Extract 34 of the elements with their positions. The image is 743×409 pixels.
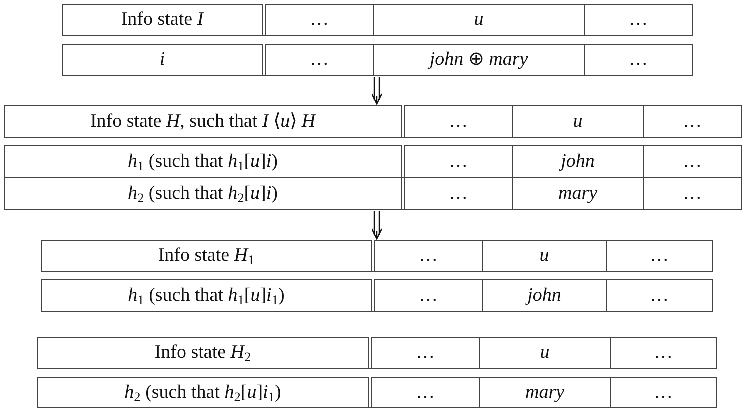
table-cell: … [643,177,742,210]
table-cell: mary [479,377,611,408]
table-cell: john [482,279,607,312]
table-cell: h$_{2}$ (such that h$_{2}$[u]i$_{1}$) [37,377,372,408]
table-cell: Info state H$_{2}$ [37,337,372,369]
table-cell: Info state I [62,4,266,36]
table-cell: h$_{1}$ (such that h$_{1}$[u]i) [4,145,405,178]
table-cell: … [374,240,483,272]
table-cell: … [643,145,742,178]
table-cell: … [404,105,513,138]
table-cell: u [373,4,585,36]
table-cell: … [606,240,713,272]
table-cell: … [584,4,693,36]
table-cell: … [606,279,713,312]
table-cell: … [584,44,693,76]
table-cell: … [374,279,483,312]
table-cell: john ⊕ mary [373,44,585,76]
table-cell: h$_{2}$ (such that h$_{2}$[u]i) [4,177,405,210]
double-arrow [371,210,383,240]
table-cell: u [482,240,607,272]
table-cell: u [479,337,611,369]
table-cell: … [610,377,717,408]
table-cell: … [371,377,480,408]
table-cell: h$_{1}$ (such that h$_{1}$[u]i$_{1}$) [41,279,375,312]
table-cell: Info state H, such that I ⟨u⟩ H [4,105,405,138]
table-cell: … [265,44,374,76]
table-cell: … [265,4,374,36]
table-cell: Info state H$_{1}$ [41,240,375,272]
table-cell: u [512,105,644,138]
table-cell: … [371,337,480,369]
table-cell: … [610,337,717,369]
double-arrow [371,76,383,105]
table-cell: i [62,44,266,76]
table-cell: … [643,105,742,138]
